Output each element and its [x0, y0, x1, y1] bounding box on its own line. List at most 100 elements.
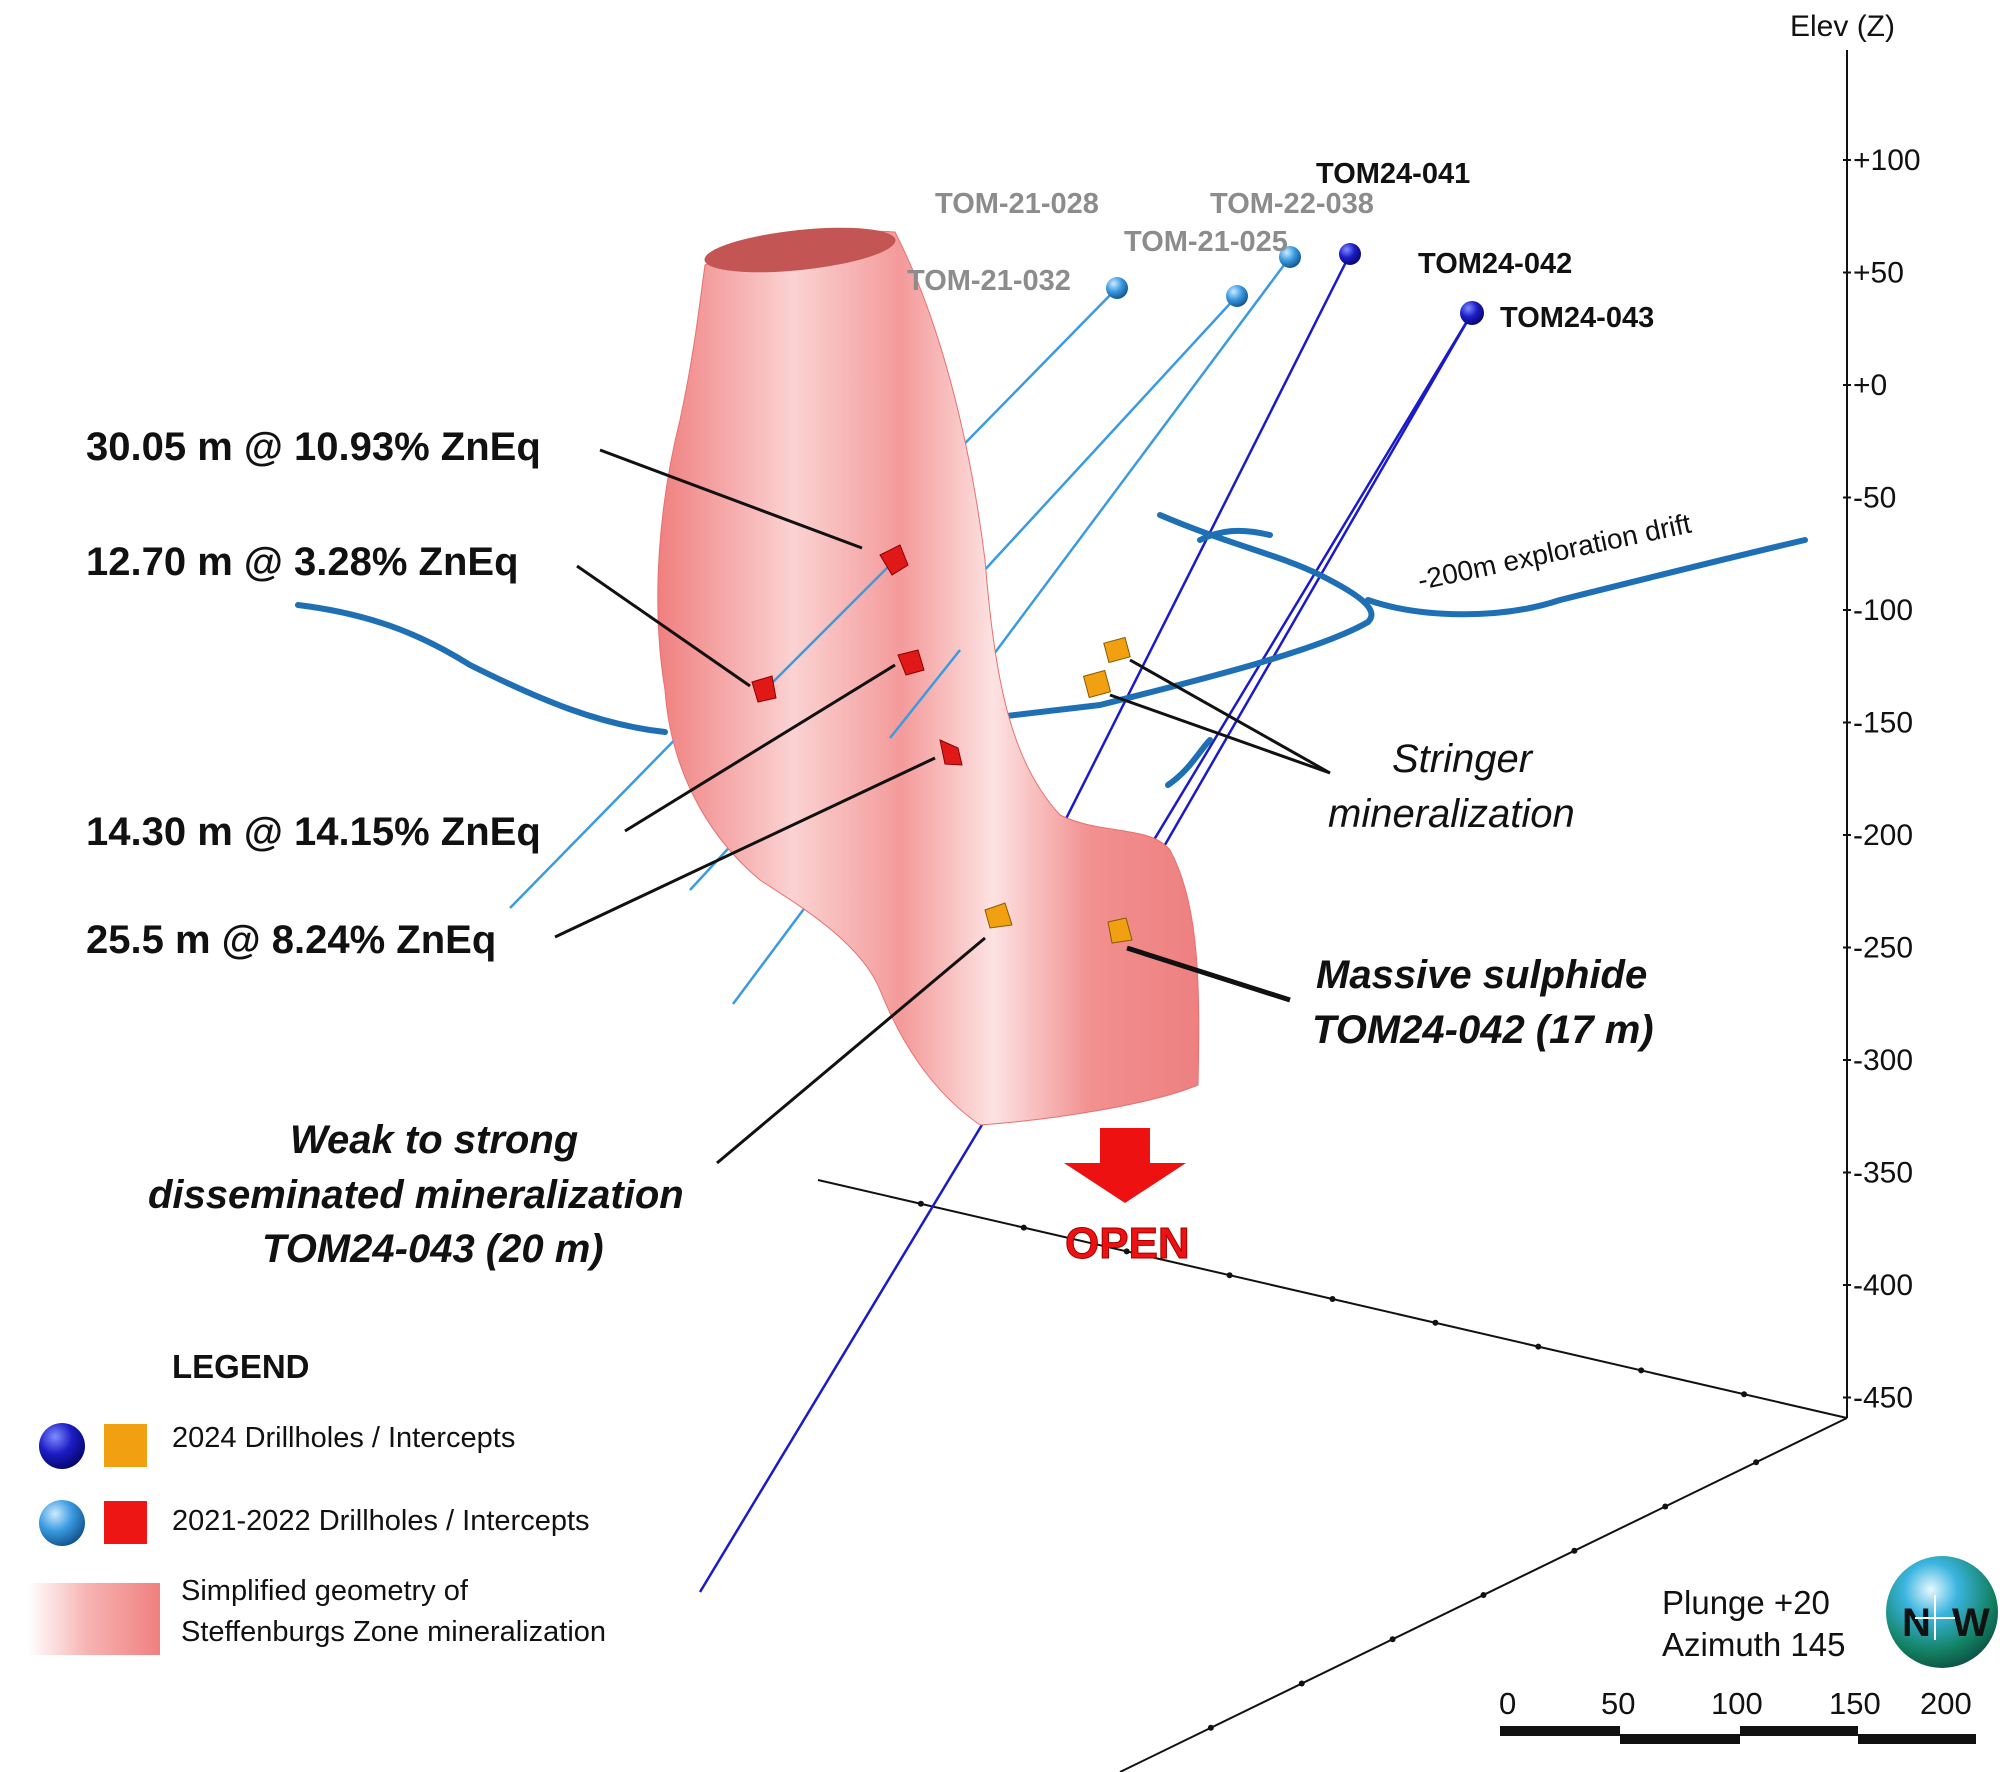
scale-label: 0	[1499, 1686, 1516, 1721]
floor-tick	[917, 1200, 924, 1207]
axis-tick-label: -300	[1853, 1044, 1913, 1077]
floor-tick	[1662, 1503, 1669, 1510]
legend-zone-label: Steffenburgs Zone mineralization	[181, 1616, 606, 1648]
front-traces	[766, 559, 961, 739]
legend-title: LEGEND	[172, 1348, 310, 1385]
collar-tom21-025	[1226, 285, 1248, 307]
disseminated-callout: Weak to strong disseminated mineralizati…	[148, 936, 986, 1271]
scale-label: 150	[1829, 1686, 1881, 1721]
intercept-marker-2021	[897, 649, 925, 676]
collar-tom24-043	[1460, 301, 1484, 325]
axis-tick-label: -400	[1853, 1269, 1913, 1302]
axis-tick-label: -250	[1853, 932, 1913, 965]
hole-label: TOM-21-028	[935, 188, 1099, 220]
compass-n: N	[1902, 1601, 1931, 1645]
compass-globe-icon: N W	[1886, 1556, 1998, 1668]
hole-label: TOM-22-038	[1210, 188, 1374, 220]
hole-label: TOM-21-032	[907, 265, 1071, 297]
intercept-marker-2024	[1082, 669, 1112, 699]
mineralized-zone	[657, 227, 1200, 1126]
floor-tick	[1480, 1592, 1487, 1598]
floor-tick	[1123, 1248, 1130, 1255]
legend-2021-collar-icon	[39, 1500, 85, 1546]
floor-tick	[1638, 1367, 1645, 1374]
axis-tick-label: -450	[1853, 1382, 1913, 1415]
axis-title: Elev (Z)	[1790, 10, 1895, 43]
legend-2024-label: 2024 Drillholes / Intercepts	[172, 1422, 515, 1454]
stringer-label: mineralization	[1328, 792, 1575, 836]
floor-tick	[1020, 1224, 1027, 1231]
floor-tick	[1226, 1272, 1233, 1279]
scale-bar: 0 50 100 150 200	[1499, 1686, 1976, 1744]
scale-label: 50	[1601, 1686, 1635, 1721]
floor-tick	[1741, 1391, 1748, 1398]
compass-w: W	[1952, 1601, 1990, 1645]
collar-tom22-038	[1279, 246, 1301, 268]
legend-2021-intercept-icon	[104, 1501, 147, 1544]
axis-tick-label: +0	[1853, 369, 1887, 402]
stringer-label: Stringer	[1392, 737, 1534, 781]
floor-tick	[1432, 1319, 1439, 1326]
legend-zone-label: Simplified geometry of	[181, 1575, 469, 1607]
intercept-marker-2024	[1103, 636, 1131, 664]
collar-tom21-032	[1106, 277, 1128, 299]
floor-axes	[817, 1179, 1848, 1772]
hole-label: TOM24-042	[1418, 248, 1572, 280]
intercept-marker-2021	[879, 544, 909, 576]
intercept-marker-2024	[984, 902, 1013, 929]
disseminated-label: TOM24-043 (20 m)	[262, 1227, 604, 1271]
intercept-marker-2021	[751, 675, 777, 703]
hole-label: TOM24-043	[1500, 302, 1654, 334]
elevation-axis: Elev (Z) +100 +50 +0 -50 -100 -150 -200 -250 -30…	[1790, 10, 1921, 1418]
massive-sulphide-label: TOM24-042 (17 m)	[1312, 1008, 1654, 1052]
intercept-markers	[751, 544, 1133, 944]
floor-tick	[1298, 1680, 1305, 1687]
axis-tick-label: -350	[1853, 1157, 1913, 1190]
exploration-drift	[295, 512, 1808, 788]
hole-label: TOM24-041	[1316, 158, 1470, 190]
disseminated-label: Weak to strong	[290, 1118, 578, 1162]
intercept-label: 12.70 m @ 3.28% ZnEq	[86, 540, 519, 584]
axis-tick-label: +50	[1853, 257, 1904, 290]
drift-label: -200m exploration drift	[1415, 508, 1694, 596]
axis-tick-label: -200	[1853, 819, 1913, 852]
intercept-callouts: 30.05 m @ 10.93% ZnEq 12.70 m @ 3.28% Zn…	[86, 425, 936, 962]
axis-tick-label: -50	[1853, 482, 1896, 515]
open-indicator: OPEN	[1064, 1128, 1190, 1269]
legend-zone-swatch	[28, 1583, 160, 1655]
hole-label: TOM-21-025	[1124, 226, 1288, 258]
view-orientation: Plunge +20 Azimuth 145 N W	[1662, 1556, 1998, 1668]
massive-sulphide-label: Massive sulphide	[1316, 953, 1647, 997]
collar-tom24-041	[1339, 243, 1361, 265]
floor-tick	[1389, 1636, 1396, 1643]
floor-tick	[1329, 1296, 1336, 1302]
intercept-label: 25.5 m @ 8.24% ZnEq	[86, 918, 496, 962]
intercept-marker-2021	[939, 739, 963, 766]
open-label: OPEN	[1065, 1219, 1190, 1268]
legend-2024-intercept-icon	[104, 1424, 147, 1467]
intercept-label: 30.05 m @ 10.93% ZnEq	[86, 425, 541, 469]
floor-tick	[1571, 1547, 1578, 1554]
scale-label: 100	[1711, 1686, 1763, 1721]
azimuth-label: Azimuth 145	[1662, 1626, 1845, 1663]
plunge-label: Plunge +20	[1662, 1584, 1830, 1621]
stringer-callout: Stringer mineralization	[1109, 658, 1575, 836]
massive-sulphide-callout: Massive sulphide TOM24-042 (17 m)	[1126, 945, 1654, 1052]
collars	[1106, 243, 1484, 325]
intercept-marker-2024	[1107, 917, 1133, 944]
scale-label: 200	[1920, 1686, 1972, 1721]
axis-tick-label: +100	[1853, 144, 1921, 177]
disseminated-label: disseminated mineralization	[148, 1173, 684, 1217]
hole-trace-tom24-043-b	[1108, 312, 1474, 941]
legend-2024-collar-icon	[39, 1423, 85, 1469]
hole-labels: TOM-21-028 TOM-22-038 TOM-21-025 TOM-21-…	[907, 158, 1654, 334]
floor-tick	[1207, 1724, 1214, 1731]
open-arrow-icon	[1064, 1128, 1186, 1203]
axis-tick-label: -100	[1853, 594, 1913, 627]
axis-tick-label: -150	[1853, 707, 1913, 740]
legend-2021-label: 2021-2022 Drillholes / Intercepts	[172, 1505, 590, 1537]
legend: LEGEND 2024 Drillholes / Intercepts 2021…	[28, 1348, 606, 1655]
intercept-label: 14.30 m @ 14.15% ZnEq	[86, 810, 541, 854]
floor-tick	[1753, 1459, 1760, 1466]
